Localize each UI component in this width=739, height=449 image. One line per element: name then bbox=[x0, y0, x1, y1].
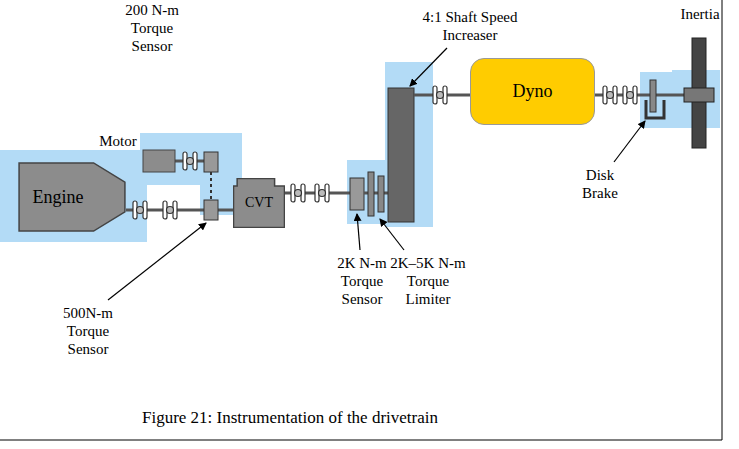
shaft-coupling bbox=[433, 86, 447, 104]
shaft-coupling bbox=[133, 201, 147, 219]
torque-sensor bbox=[204, 152, 218, 172]
part-label: Motor bbox=[88, 132, 148, 150]
part-label: 200 N-m Torque Sensor bbox=[120, 1, 184, 55]
torque-limiter bbox=[368, 172, 374, 216]
cvt-box: CVT bbox=[233, 178, 285, 228]
dynamometer-box: Dyno bbox=[470, 58, 595, 125]
inertia-hub bbox=[684, 88, 714, 102]
part-label: 2K N-m Torque Sensor bbox=[331, 254, 393, 308]
shaft-coupling bbox=[291, 184, 305, 202]
engine-box: Engine bbox=[18, 160, 126, 234]
part-label: Inertia bbox=[674, 5, 726, 23]
part-label: 500N-m Torque Sensor bbox=[56, 304, 120, 358]
node-label: Dyno bbox=[513, 81, 553, 102]
node-label: Engine bbox=[33, 187, 84, 208]
shaft-coupling bbox=[163, 201, 177, 219]
highlight-patch bbox=[0, 62, 720, 242]
frame-line bbox=[0, 440, 722, 441]
shaft-coupling bbox=[315, 184, 329, 202]
part-label: 4:1 Shaft Speed Increaser bbox=[414, 8, 526, 44]
shaft-coupling bbox=[603, 86, 617, 104]
figure-caption: Figure 21: Instrumentation of the drivet… bbox=[80, 408, 500, 428]
belt-link bbox=[210, 172, 212, 202]
torque-sensor bbox=[350, 178, 364, 210]
torque-limiter bbox=[378, 176, 384, 212]
motor-body bbox=[143, 150, 175, 172]
part-label: 2K–5K N-m Torque Limiter bbox=[388, 254, 468, 308]
brake-caliper bbox=[646, 100, 664, 118]
shaft-coupling bbox=[183, 152, 197, 170]
node-label: CVT bbox=[245, 195, 273, 211]
part-label: Disk Brake bbox=[576, 166, 624, 202]
speed-increaser bbox=[388, 88, 414, 222]
shaft-coupling bbox=[623, 86, 637, 104]
torque-sensor bbox=[204, 200, 218, 220]
brake-disk bbox=[650, 80, 656, 112]
frame-line bbox=[722, 0, 723, 440]
